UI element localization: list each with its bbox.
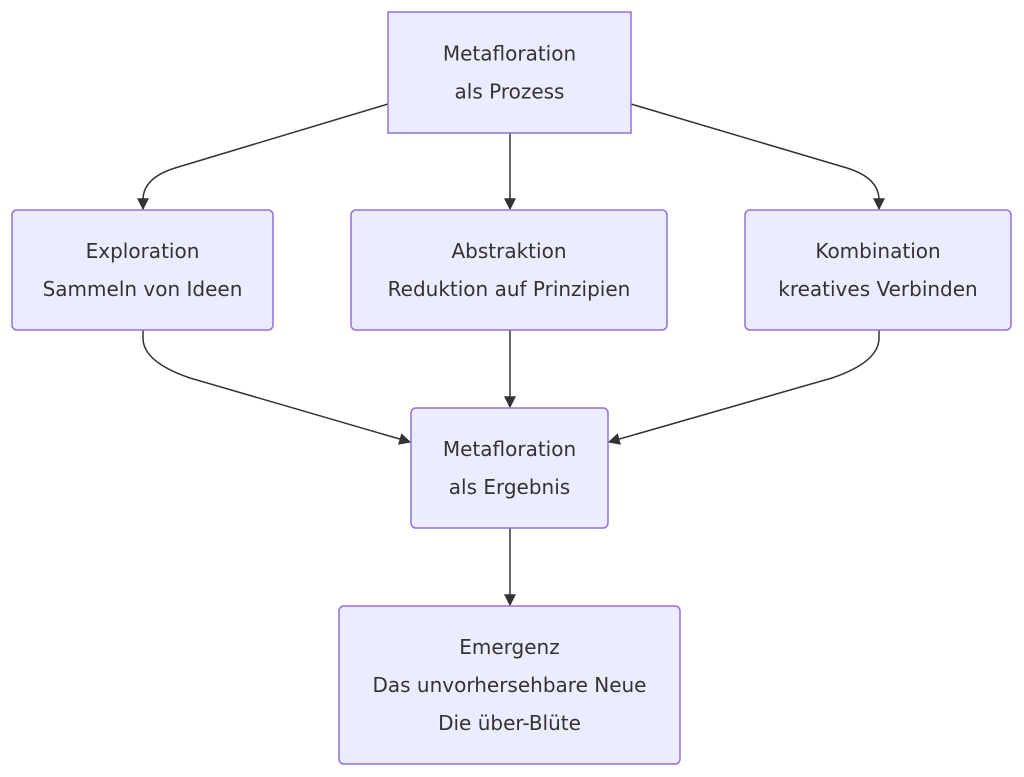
edge-kombination-to-ergebnis: [607, 330, 880, 445]
node-box: [744, 209, 1012, 331]
node-label-line: als Ergebnis: [449, 475, 570, 499]
node-kombination: Kombination kreatives Verbinden: [744, 209, 1012, 331]
node-label-line: kreatives Verbinden: [778, 277, 978, 301]
node-label-line: Emergenz: [459, 635, 559, 659]
edge-exploration-to-ergebnis: [142, 330, 412, 445]
edge-prozess-to-exploration: [137, 103, 389, 211]
node-label-line: Metafloration: [443, 437, 576, 461]
node-label-line: Die über-Blüte: [438, 711, 581, 735]
node-label-line: Das unvorhersehbare Neue: [373, 673, 647, 697]
node-label-line: Abstraktion: [451, 239, 566, 263]
node-label-line: Reduktion auf Prinzipien: [388, 277, 631, 301]
node-box: [11, 209, 274, 331]
node-box: [410, 407, 609, 529]
node-box: [350, 209, 668, 331]
edge-prozess-to-kombination: [630, 103, 885, 211]
node-box: [387, 11, 632, 134]
node-label-line: Sammeln von Ideen: [43, 277, 243, 301]
node-label-line: Exploration: [86, 239, 200, 263]
node-label-line: als Prozess: [455, 80, 565, 104]
node-label-line: Metafloration: [443, 42, 576, 66]
node-label-line: Kombination: [815, 239, 940, 263]
node-ergebnis: Metafloration als Ergebnis: [410, 407, 609, 529]
node-prozess: Metafloration als Prozess: [387, 11, 632, 134]
node-box: [338, 605, 681, 765]
